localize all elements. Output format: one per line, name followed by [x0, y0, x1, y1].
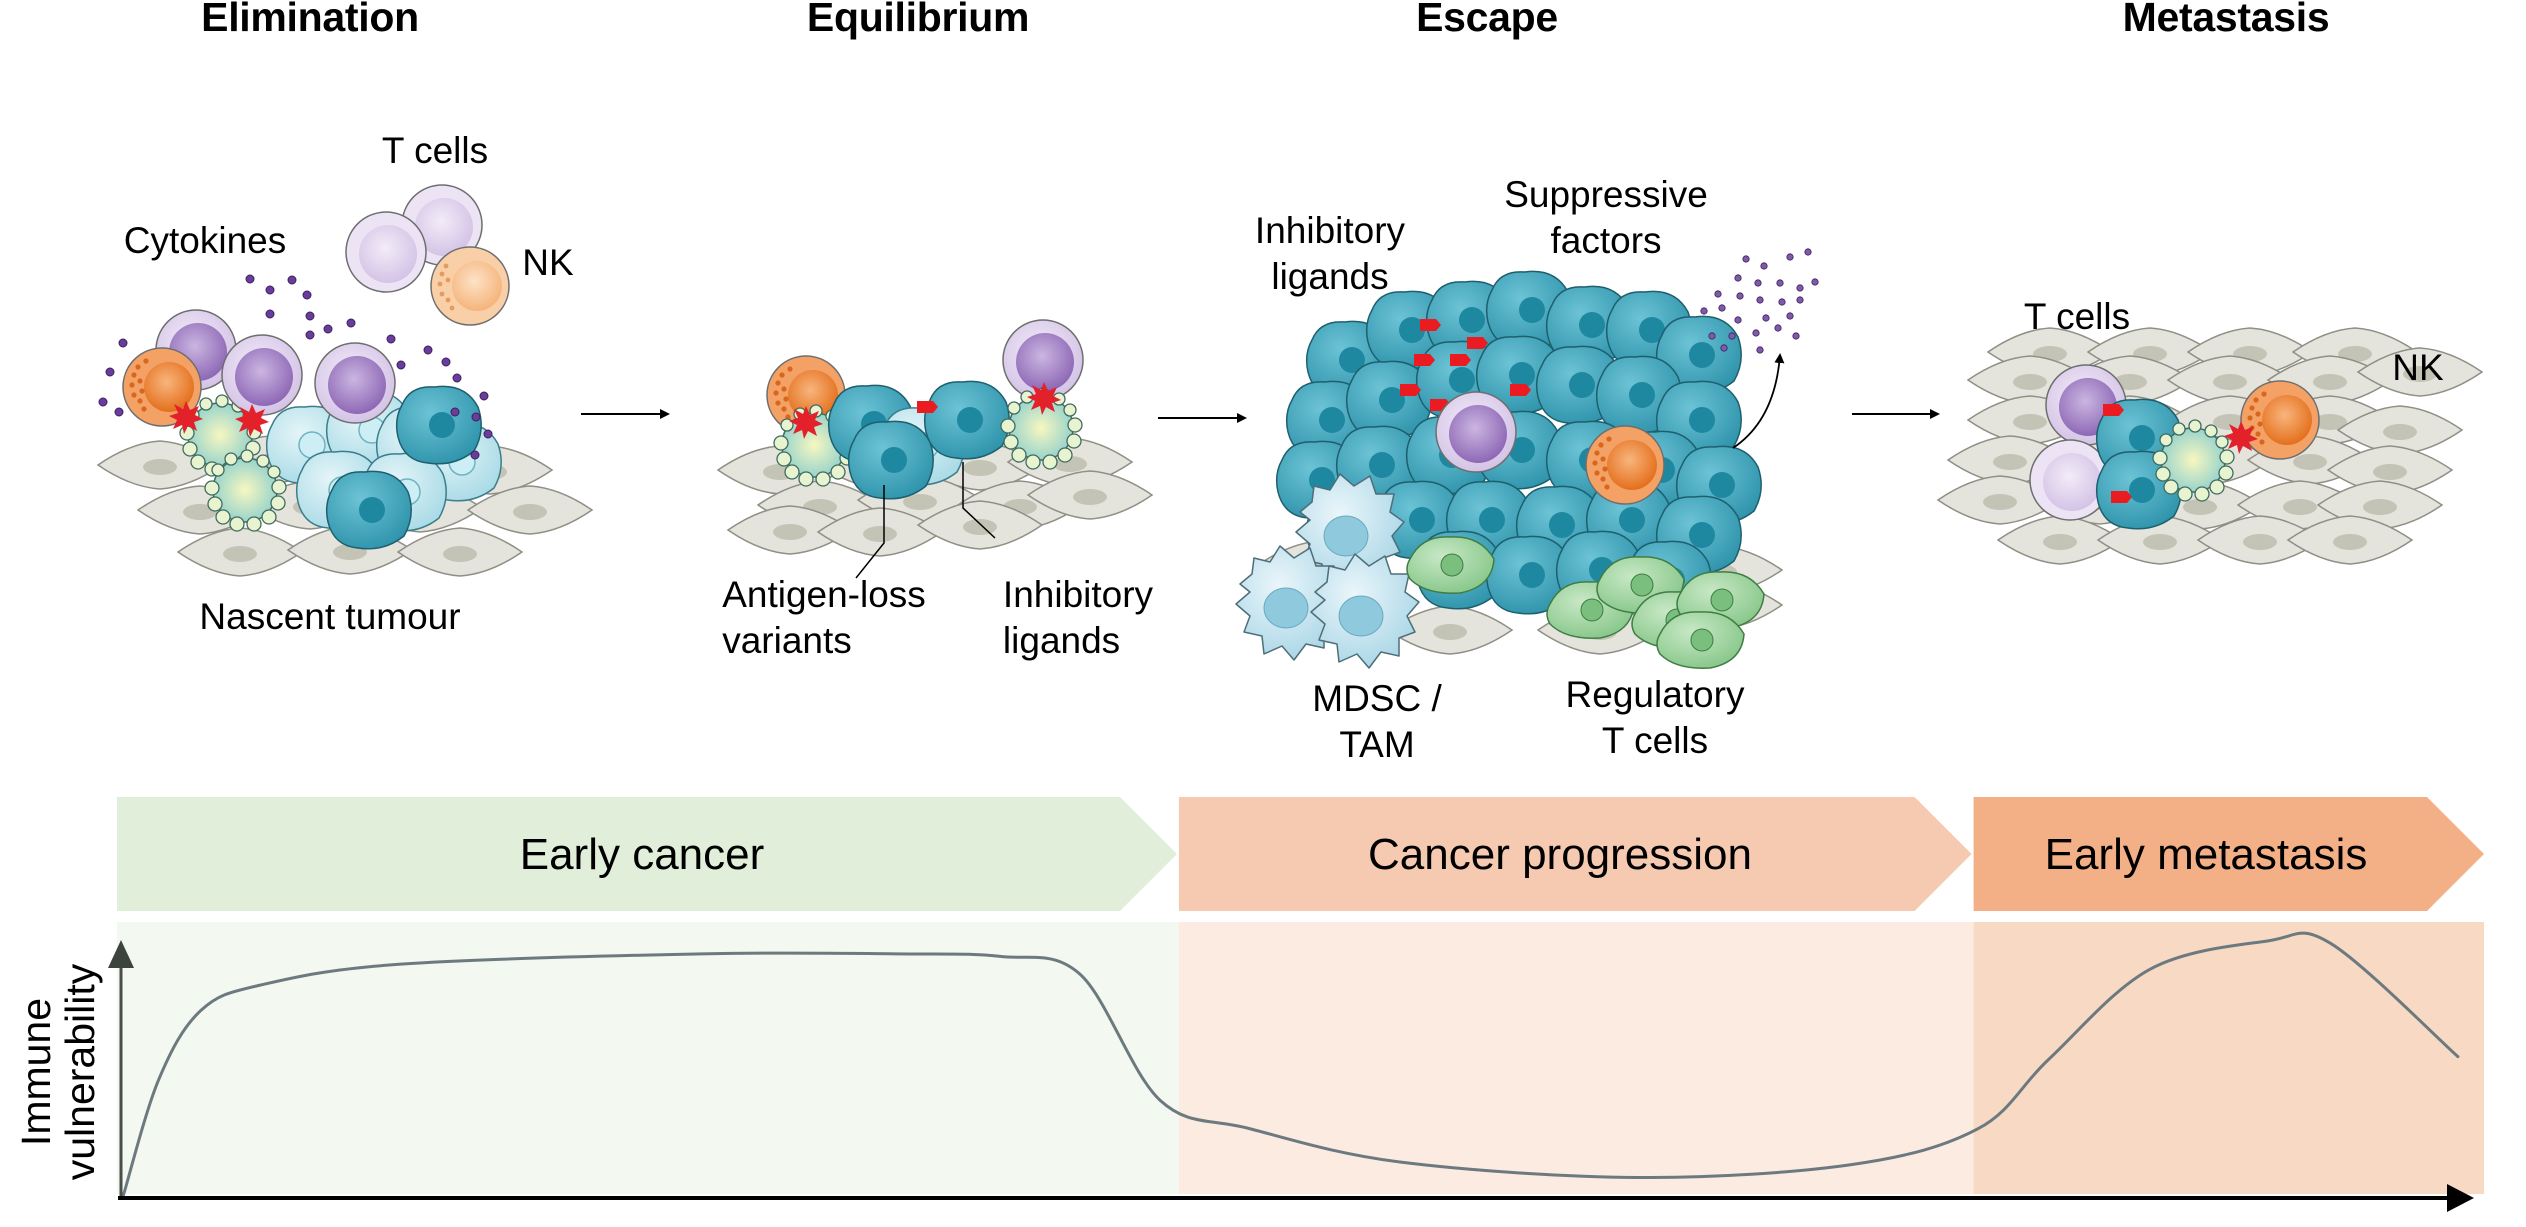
label-t-cells-metastasis: T cells	[2023, 296, 2131, 337]
label-nk-metastasis: NK	[2392, 347, 2444, 388]
stage-title-metastasis: Metastasis	[2122, 0, 2330, 40]
label-inhibitory-ligands-escape: Inhibitory ligands	[1254, 210, 1406, 297]
mdsc-tam-cells	[1235, 473, 1420, 669]
label-nascent-tumour: Nascent tumour	[199, 596, 461, 637]
label-antigen-loss-variants: Antigen-loss variants	[722, 574, 926, 661]
phase-background	[1178, 922, 1974, 1194]
label-nk: NK	[522, 242, 574, 283]
nk-cell-circulating	[430, 246, 510, 326]
t-cell	[1435, 391, 1517, 473]
label-inhibitory-ligands-equilibrium: Inhibitory ligands	[1002, 574, 1154, 661]
phase-label-cancer-progression: Cancer progression	[1368, 830, 1752, 879]
y-axis-arrowhead	[108, 940, 134, 968]
label-mdsc-tam: MDSC / TAM	[1312, 678, 1442, 765]
escape-illustration	[1235, 248, 1819, 669]
phase-label-early-metastasis: Early metastasis	[2044, 830, 2368, 879]
illustration-canvas	[97, 184, 2483, 669]
label-regulatory-t-cells: Regulatory T cells	[1565, 674, 1745, 761]
x-axis-arrowhead	[2447, 1184, 2474, 1212]
leader-line-antigen-loss	[855, 485, 885, 579]
stage-title-escape: Escape	[1416, 0, 1558, 40]
stage-title-elimination: Elimination	[201, 0, 419, 40]
nk-cell	[2240, 380, 2320, 460]
x-axis	[118, 1184, 2474, 1212]
suppressive-factor-dots	[1700, 248, 1819, 354]
phase-background	[1973, 922, 2484, 1194]
phase-backgrounds	[117, 922, 2484, 1194]
equilibrium-illustration	[717, 319, 1153, 579]
nk-cell	[1585, 425, 1665, 505]
label-suppressive-factors: Suppressive factors	[1504, 174, 1708, 261]
cytokine-dots	[98, 274, 493, 460]
metastasis-illustration	[1937, 327, 2483, 565]
secretion-arrow	[1732, 353, 1785, 449]
elimination-illustration	[97, 184, 593, 577]
stage-title-equilibrium: Equilibrium	[806, 0, 1030, 40]
leader-line-inhibitory-ligands	[962, 462, 996, 539]
label-t-cells: T cells	[381, 130, 489, 171]
label-cytokines: Cytokines	[123, 220, 287, 261]
immune-vulnerability-curve	[121, 931, 2460, 1197]
phase-background	[117, 922, 1179, 1194]
y-axis	[108, 940, 134, 1198]
phase-label-early-cancer: Early cancer	[519, 830, 765, 879]
